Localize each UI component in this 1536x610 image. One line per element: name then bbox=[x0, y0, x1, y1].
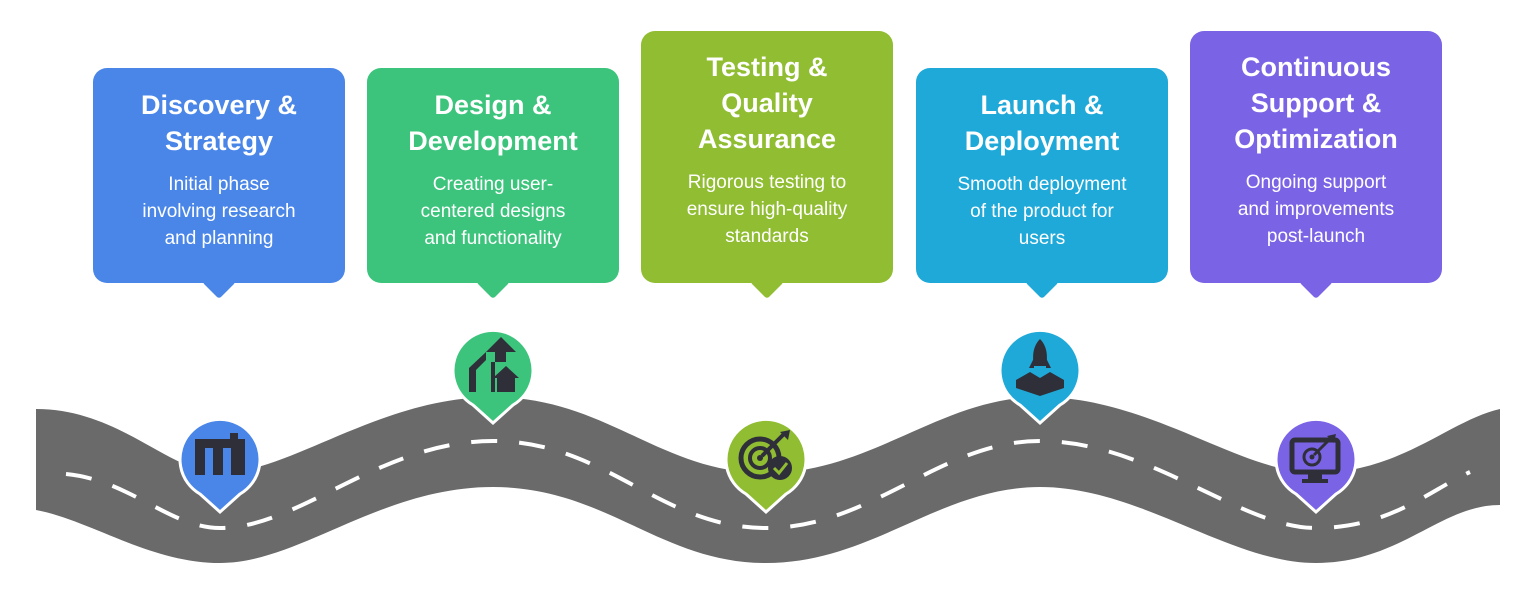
stage-card-launch: Launch & Deployment Smooth deployment of… bbox=[916, 68, 1168, 299]
house-growth-arrow-icon bbox=[469, 337, 519, 392]
stage-card-support: Continuous Support & Optimization Ongoin… bbox=[1190, 31, 1442, 299]
building-blocks-icon bbox=[195, 433, 245, 475]
monitor-target-icon bbox=[1289, 434, 1341, 483]
stage-description: Rigorous testing to ensure high-quality … bbox=[686, 172, 848, 247]
stage-title: Continuous Support & Optimization bbox=[1234, 52, 1398, 154]
stage-title: Discovery & Strategy bbox=[140, 90, 298, 156]
pin-support bbox=[1274, 417, 1358, 515]
pin-launch bbox=[998, 328, 1082, 426]
stage-title: Testing & Quality Assurance bbox=[697, 52, 837, 154]
stage-description: Creating user- centered designs and func… bbox=[420, 174, 566, 249]
target-check-icon bbox=[738, 430, 792, 480]
road-center-line bbox=[65, 438, 1471, 531]
pin-testing bbox=[724, 417, 808, 515]
pin-discovery bbox=[178, 417, 262, 515]
stage-card-discovery: Discovery & Strategy Initial phase invol… bbox=[93, 68, 345, 299]
stage-title: Launch & Deployment bbox=[964, 90, 1120, 156]
rocket-launch-icon bbox=[1016, 339, 1064, 396]
stage-card-design: Design & Development Creating user- cent… bbox=[367, 68, 619, 299]
stage-description: Smooth deployment of the product for use… bbox=[957, 174, 1127, 249]
stage-description: Ongoing support and improvements post-la… bbox=[1237, 172, 1395, 247]
pin-design bbox=[451, 328, 535, 426]
stage-title: Design & Development bbox=[408, 90, 578, 156]
stage-description: Initial phase involving research and pla… bbox=[142, 174, 296, 249]
stage-card-testing: Testing & Quality Assurance Rigorous tes… bbox=[641, 31, 893, 299]
